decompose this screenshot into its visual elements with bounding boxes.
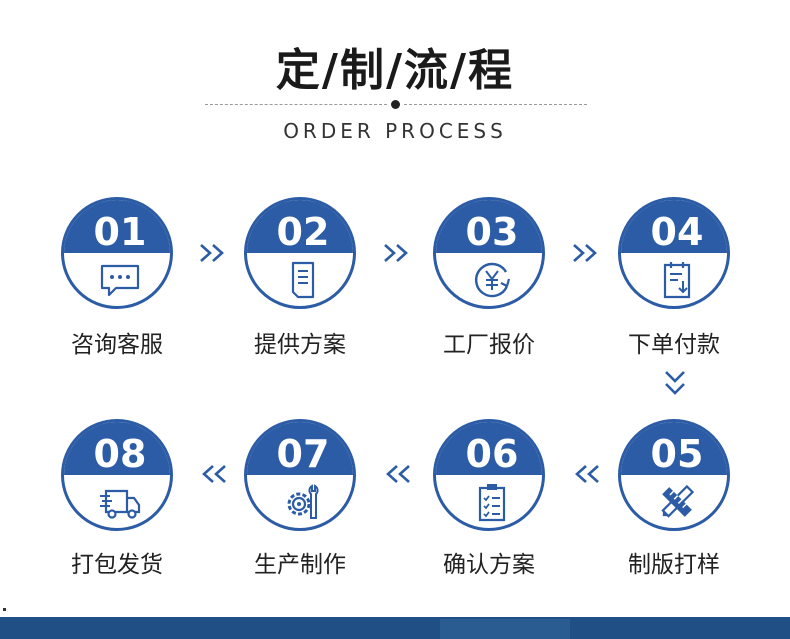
step-circle: 06 [433, 419, 545, 531]
step-label: 下单付款 [628, 332, 720, 358]
step-number: 08 [93, 432, 147, 476]
chat-bubble-icon [100, 264, 140, 297]
step-number: 01 [93, 210, 147, 254]
double-chevron-right-icon [573, 244, 597, 262]
double-chevron-right-icon [200, 244, 224, 262]
delivery-truck-icon [100, 489, 141, 519]
step-label: 咨询客服 [71, 332, 163, 358]
step-07: 07 [244, 419, 356, 531]
step-08: 08 [61, 419, 173, 531]
divider-right [404, 104, 587, 105]
clipboard-download-icon [663, 262, 691, 299]
pencil-ruler-icon [661, 484, 695, 518]
step-04: 04 [618, 197, 730, 309]
double-chevron-down-icon [665, 371, 685, 395]
gear-wrench-icon [287, 484, 319, 519]
double-chevron-left-icon [575, 465, 599, 483]
footer-band [0, 617, 790, 639]
step-circle: 05 [618, 419, 730, 531]
step-circle: 04 [618, 197, 730, 309]
step-label: 提供方案 [254, 332, 346, 358]
step-label: 生产制作 [254, 552, 346, 578]
step-number: 05 [650, 432, 704, 476]
double-chevron-right-icon [384, 244, 408, 262]
step-circle: 07 [244, 419, 356, 531]
step-number: 03 [465, 210, 519, 254]
step-circle: 03 [433, 197, 545, 309]
clipboard-checklist-icon [478, 484, 506, 522]
footer-texture [440, 619, 570, 639]
step-05: 05 [618, 419, 730, 531]
step-label: 打包发货 [71, 552, 163, 578]
divider-dot [391, 100, 400, 109]
step-number: 06 [465, 432, 519, 476]
step-01: 01 [61, 197, 173, 309]
step-number: 04 [650, 210, 704, 254]
step-label: 工厂报价 [443, 332, 535, 358]
step-circle: 01 [61, 197, 173, 309]
double-chevron-left-icon [386, 465, 410, 483]
step-number: 07 [276, 432, 330, 476]
double-chevron-left-icon [202, 465, 226, 483]
step-label: 制版打样 [628, 552, 720, 578]
page-subtitle: ORDER PROCESS [283, 119, 507, 143]
step-label: 确认方案 [443, 552, 535, 578]
yuan-refresh-icon [474, 262, 511, 298]
step-06: 06 [433, 419, 545, 531]
step-number: 02 [276, 210, 330, 254]
step-02: 02 [244, 197, 356, 309]
step-circle: 08 [61, 419, 173, 531]
divider-left [205, 104, 387, 105]
step-circle: 02 [244, 197, 356, 309]
step-03: 03 [433, 197, 545, 309]
page-title: 定/制/流/程 [275, 45, 515, 96]
corner-mark [3, 608, 6, 611]
document-icon [291, 261, 315, 299]
